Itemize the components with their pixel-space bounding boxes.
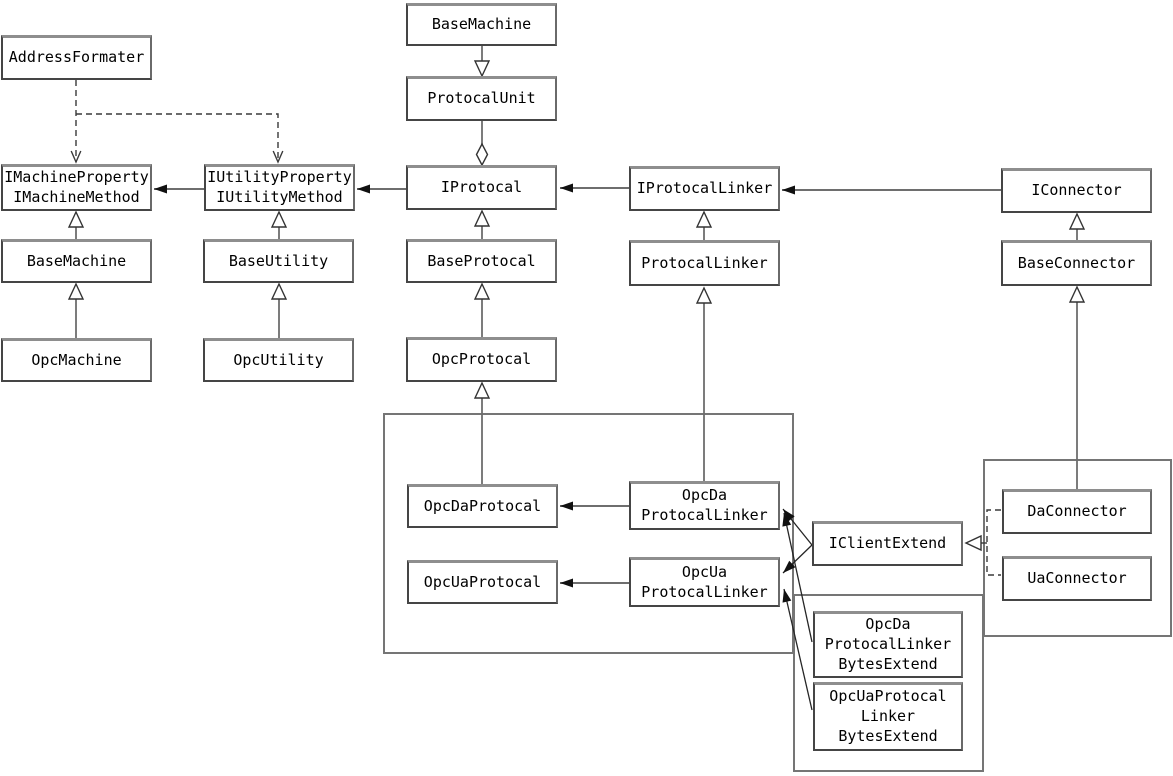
- class-label: IUtilityProperty: [207, 168, 352, 187]
- class-box-base-connector: BaseConnector: [1001, 240, 1152, 286]
- class-label: OpcDa: [865, 615, 911, 634]
- class-box-ua-connector: UaConnector: [1002, 556, 1152, 601]
- hollow-marker-icon: [473, 381, 491, 399]
- class-label: BytesExtend: [838, 654, 938, 673]
- class-box-address-formater: AddressFormater: [1, 35, 152, 80]
- hollow-marker-icon: [473, 60, 491, 78]
- class-label: IConnector: [1031, 181, 1122, 200]
- arrowhead-icon: [560, 578, 573, 588]
- class-label: ProtocalLinker: [824, 635, 952, 654]
- hollow-marker-icon: [67, 282, 85, 300]
- class-label: BaseMachine: [26, 251, 127, 270]
- class-label: OpcUtility: [233, 350, 324, 369]
- class-box-base-protocal: BaseProtocal: [406, 239, 557, 283]
- class-label: BaseMachine: [431, 15, 532, 34]
- class-label: IMachineProperty: [4, 168, 149, 187]
- hollow-marker-icon: [67, 210, 85, 228]
- class-box-iprotocal: IProtocal: [406, 165, 557, 210]
- hollow-marker-icon: [1068, 285, 1086, 303]
- class-label: OpcDa: [681, 486, 728, 505]
- class-label: BaseProtocal: [427, 251, 536, 270]
- hollow-marker-icon: [695, 286, 713, 304]
- assoc-edge: [783, 588, 813, 711]
- class-box-base-utility: BaseUtility: [203, 239, 354, 283]
- hollow-marker-icon: [695, 210, 713, 228]
- hollow-marker-icon: [473, 282, 491, 300]
- arrowhead-icon: [560, 183, 573, 193]
- hollow-marker-icon: [270, 282, 288, 300]
- class-label: IProtocalLinker: [636, 179, 773, 198]
- class-label: ProtocalLinker: [641, 506, 768, 524]
- arrowhead-icon: [783, 560, 796, 573]
- class-label: OpcUa: [681, 562, 728, 581]
- class-box-protocal-unit: ProtocalUnit: [406, 76, 557, 121]
- class-label: BytesExtend: [838, 726, 938, 745]
- openv-marker-icon: [70, 150, 82, 164]
- class-label: ProtocalLinker: [641, 253, 768, 272]
- class-label: ProtocalLinker: [641, 582, 768, 601]
- class-label: BaseUtility: [228, 251, 329, 270]
- class-label: DaConnector: [1027, 502, 1127, 521]
- class-box-opcua-protocal: OpcUaProtocal: [407, 560, 558, 604]
- class-label: IClientExtend: [828, 534, 947, 553]
- class-label: OpcUaProtocal: [423, 572, 542, 591]
- class-box-iprotocal-linker: IProtocalLinker: [629, 166, 780, 211]
- dashed-edge: [986, 509, 1001, 576]
- class-box-da-connector: DaConnector: [1002, 489, 1152, 534]
- assoc-edge: [783, 512, 813, 643]
- diamond-marker-icon: [475, 142, 489, 167]
- class-box-iclient-extend: IClientExtend: [812, 521, 963, 566]
- class-label: AddressFormater: [8, 48, 145, 67]
- class-label: BaseConnector: [1017, 253, 1136, 272]
- arrowhead-icon: [154, 184, 167, 194]
- class-box-base-machine-left: BaseMachine: [1, 239, 152, 283]
- hollow-marker-icon: [270, 210, 288, 228]
- openv-marker-icon: [272, 150, 284, 164]
- class-label: ProtocalUnit: [427, 89, 536, 108]
- class-label: OpcDaProtocal: [423, 496, 542, 515]
- class-box-opc-machine: OpcMachine: [1, 338, 152, 382]
- hollow-marker-icon: [964, 534, 982, 552]
- arrowhead-icon: [782, 185, 795, 195]
- class-label: IMachineMethod: [13, 188, 140, 206]
- class-label: Linker: [860, 707, 916, 726]
- arrowhead-icon: [357, 184, 370, 194]
- hollow-marker-icon: [473, 209, 491, 227]
- class-box-iconnector: IConnector: [1001, 168, 1152, 213]
- class-label: OpcMachine: [31, 350, 122, 369]
- class-label: IUtilityMethod: [216, 188, 343, 206]
- hollow-marker-icon: [1068, 212, 1086, 230]
- opc-protocal-group: [383, 413, 794, 654]
- class-box-base-machine-top: BaseMachine: [406, 3, 557, 46]
- arrowhead-icon: [782, 513, 792, 527]
- class-box-opc-utility: OpcUtility: [203, 338, 354, 382]
- arrowhead-icon: [560, 501, 573, 511]
- depend-edge: [76, 113, 279, 162]
- arrowhead-icon: [782, 589, 792, 603]
- arrowhead-icon: [783, 509, 795, 522]
- class-label: OpcUaProtocal: [829, 687, 947, 706]
- class-box-opc-protocal: OpcProtocal: [406, 337, 557, 382]
- class-label: OpcProtocal: [431, 350, 532, 369]
- class-box-protocal-linker: ProtocalLinker: [629, 240, 780, 286]
- class-box-opcda-protocal: OpcDaProtocal: [407, 484, 558, 528]
- class-label: IProtocal: [440, 178, 523, 197]
- class-label: UaConnector: [1027, 569, 1127, 588]
- bytes-extend-group: [793, 594, 984, 772]
